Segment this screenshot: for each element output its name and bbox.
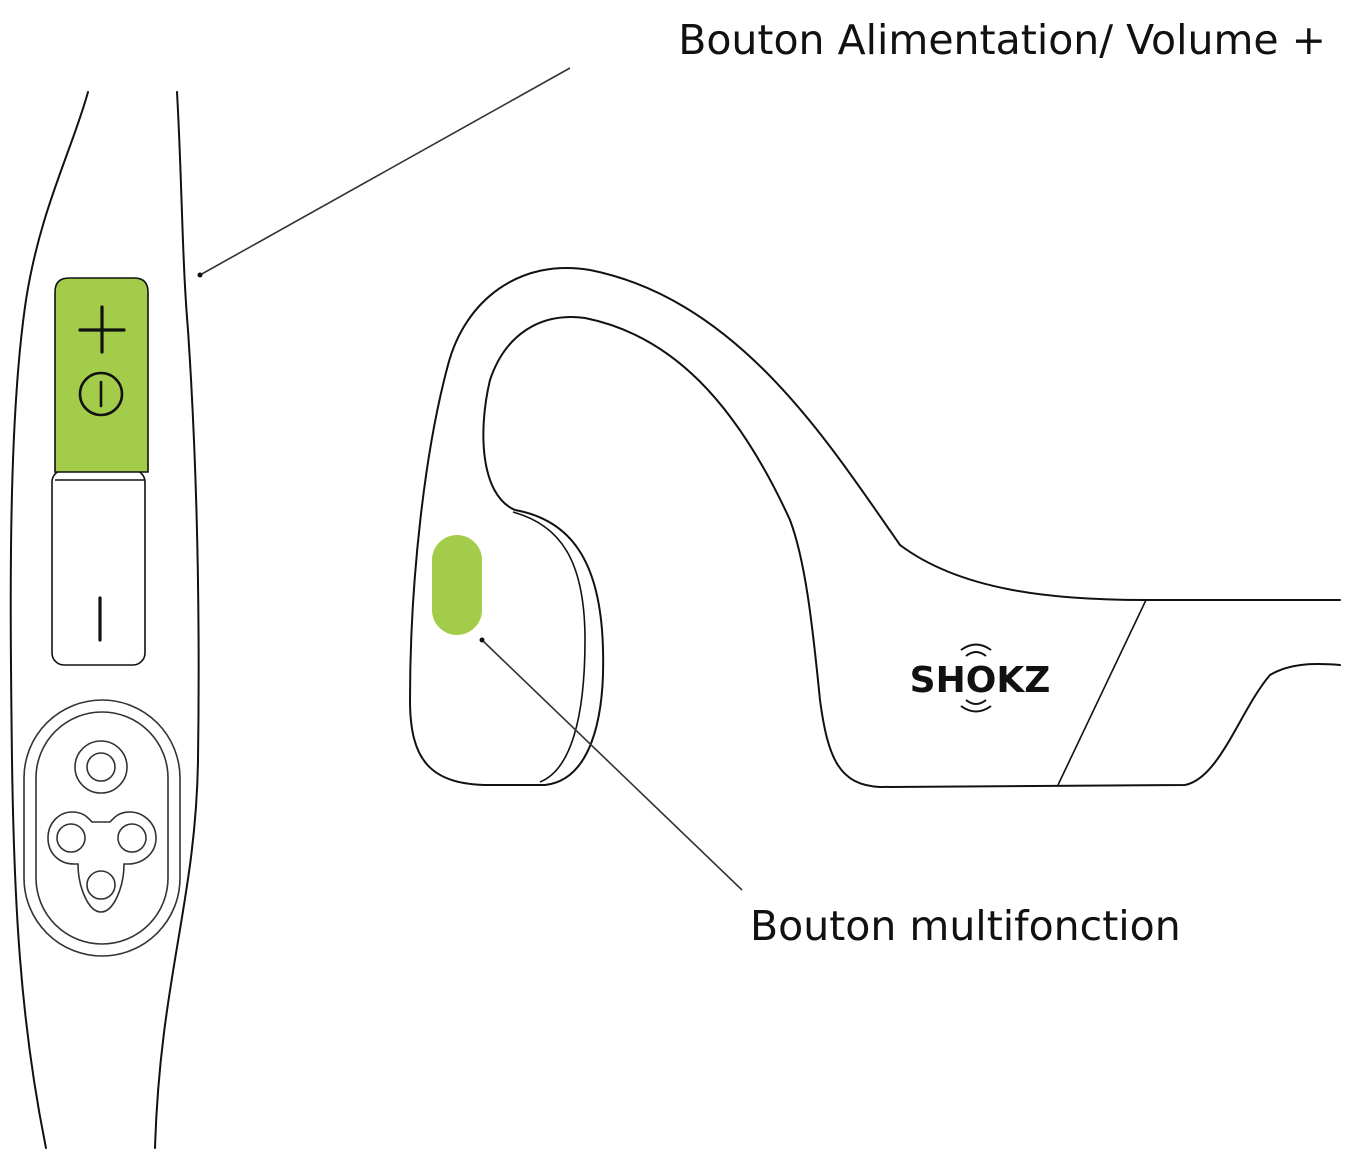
volume-button-panel xyxy=(51,277,149,666)
headphone-outer-outline xyxy=(409,267,1341,786)
multifunction-label: Bouton multifonction xyxy=(750,902,1181,950)
brand-text: SHOKZ xyxy=(910,660,1051,701)
brand-logo: SHOKZ xyxy=(910,643,1051,713)
leader-line-multifunction xyxy=(481,639,743,891)
power-icon xyxy=(78,371,124,417)
band-right-edge xyxy=(154,91,200,1149)
band-left-edge xyxy=(9,91,89,1149)
leader-dot-power xyxy=(197,272,203,278)
sound-wave-icon xyxy=(960,643,992,713)
band-seam xyxy=(1057,599,1147,786)
leader-dot-multifunction xyxy=(479,637,485,643)
power-volume-up-button[interactable] xyxy=(54,277,149,473)
charging-port-icon xyxy=(23,699,181,957)
plus-icon xyxy=(78,305,126,354)
multifunction-button[interactable] xyxy=(432,535,482,635)
leader-line-power xyxy=(199,67,571,276)
power-volume-up-label: Bouton Alimentation/ Volume + xyxy=(678,16,1326,64)
headphone-side-view xyxy=(409,267,1341,788)
headphone-inner-hook xyxy=(482,316,1341,788)
earpiece-rim xyxy=(512,511,586,783)
band-side-view xyxy=(9,91,200,1149)
